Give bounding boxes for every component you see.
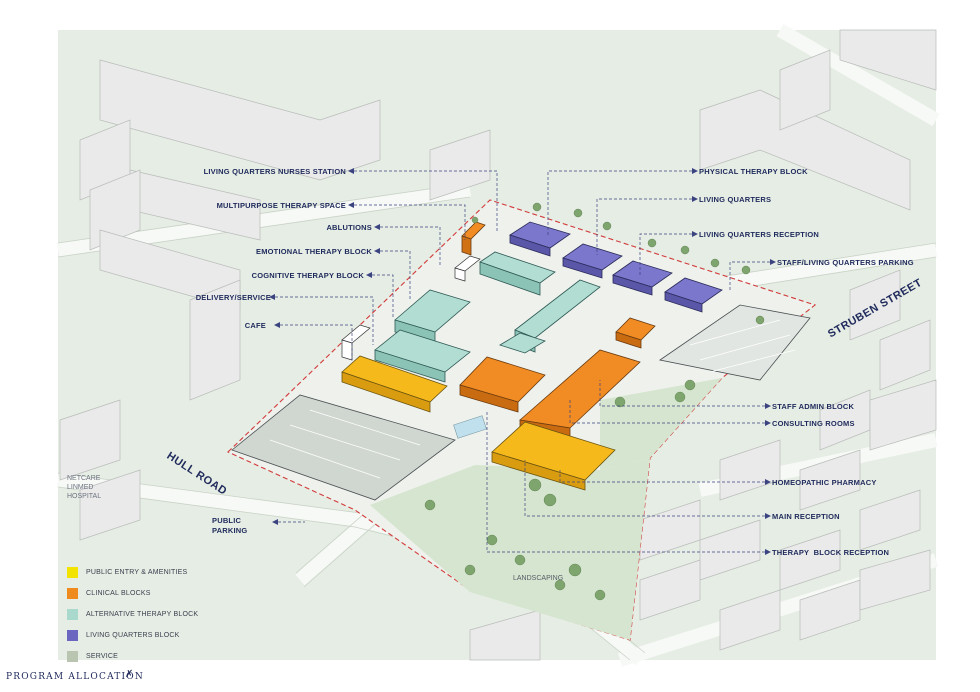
label-physical-therapy: PHYSICAL THERAPY BLOCK (699, 167, 808, 176)
legend-swatch-service (67, 651, 78, 662)
label-living-quarters: LIVING QUARTERS (699, 195, 772, 204)
label-public-parking: PUBLIC PARKING (212, 516, 248, 535)
staff-parking-bays (689, 319, 796, 373)
label-therapy-block-reception: THERAPY BLOCK RECEPTION (772, 548, 890, 557)
legend-item: SERVICE (67, 646, 198, 667)
label-ablutions: ABLUTIONS (326, 223, 372, 232)
label-emotional-therapy: EMOTIONAL THERAPY BLOCK (256, 247, 372, 256)
legend-swatch-public-entry (67, 567, 78, 578)
label-homeopathic-pharmacy: HOMEOPATHIC PHARMACY (772, 478, 877, 487)
label-staff-admin: STAFF ADMIN BLOCK (772, 402, 855, 411)
leader-arrowheads (269, 168, 776, 555)
pool (453, 415, 487, 439)
legend-label: CLINICAL BLOCKS (86, 590, 151, 597)
legend-swatch-alternative-therapy (67, 609, 78, 620)
legend-item: CLINICAL BLOCKS (67, 583, 198, 604)
legend-item: ALTERNATIVE THERAPY BLOCK (67, 604, 198, 625)
label-multipurpose-therapy: MULTIPURPOSE THERAPY SPACE (216, 201, 346, 210)
legend-label: PUBLIC ENTRY & AMENITIES (86, 569, 188, 576)
legend-swatch-clinical (67, 588, 78, 599)
label-delivery-service: DELIVERY/SERVICE (195, 293, 271, 302)
netcare-linmed-hospital-label: NETCARE LINMED HOSPITAL (67, 475, 102, 500)
landscaping-label: LANDSCAPING (513, 575, 564, 582)
staff-parking-area (658, 304, 811, 381)
surrounding-buildings (59, 29, 937, 661)
label-cafe: CAFE (244, 321, 266, 330)
leader-lines (275, 170, 770, 553)
alternative-therapy-blocks (374, 251, 601, 383)
label-main-reception: MAIN RECEPTION (772, 512, 840, 521)
public-parking-area (231, 394, 456, 501)
signature-mark-icon: ✗ (125, 669, 134, 680)
trees (424, 202, 765, 601)
label-cognitive-therapy: COGNITIVE THERAPY BLOCK (251, 271, 364, 280)
green-strip (600, 378, 722, 470)
label-nurses-station: LIVING QUARTERS NURSES STATION (203, 167, 346, 176)
public-entry-blocks (341, 355, 616, 491)
landscaping-lawn (370, 458, 650, 640)
outline-structures (341, 255, 481, 361)
living-quarters-blocks (509, 221, 723, 313)
legend-swatch-living-quarters (67, 630, 78, 641)
label-staff-parking: STAFF/LIVING QUARTERS PARKING (777, 258, 914, 267)
public-parking-bays (269, 409, 421, 479)
label-consulting-rooms: CONSULTING ROOMS (772, 419, 855, 428)
legend-item: LIVING QUARTERS BLOCK (67, 625, 198, 646)
legend-label: ALTERNATIVE THERAPY BLOCK (86, 611, 199, 618)
legend-item: PUBLIC ENTRY & AMENITIES (67, 562, 198, 583)
legend-label: SERVICE (86, 653, 119, 660)
label-living-quarters-reception: LIVING QUARTERS RECEPTION (699, 230, 820, 239)
page-title: PROGRAM ALLOCATION (6, 672, 144, 682)
legend-label: LIVING QUARTERS BLOCK (86, 632, 180, 639)
legend: PUBLIC ENTRY & AMENITIES CLINICAL BLOCKS… (67, 562, 198, 667)
